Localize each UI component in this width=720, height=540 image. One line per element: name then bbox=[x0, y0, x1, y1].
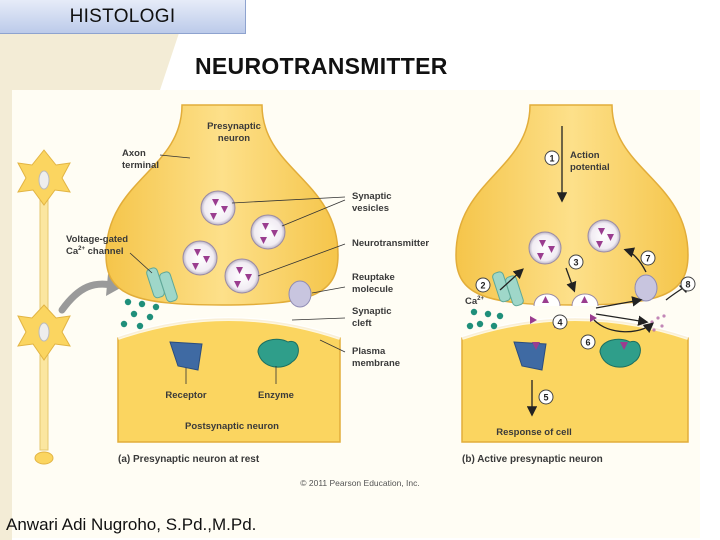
label-cleft-1: Synaptic bbox=[352, 306, 392, 317]
voltage-gated-channel-b bbox=[492, 271, 524, 307]
enzyme-b bbox=[599, 338, 641, 368]
label-action-1: Action bbox=[570, 150, 600, 161]
author-name: Anwari Adi Nugroho, S.Pd.,M.Pd. bbox=[6, 515, 257, 534]
label-presynaptic-2: neuron bbox=[218, 133, 250, 144]
label-presynaptic-1: Presynaptic bbox=[207, 121, 261, 132]
enzyme-a bbox=[257, 338, 299, 368]
step-5-marker: 5 bbox=[538, 389, 554, 405]
panel-a: Presynaptic neuron Axon terminal Voltage… bbox=[66, 104, 429, 465]
label-axon-1: Axon bbox=[122, 148, 146, 159]
label-axon-2: terminal bbox=[122, 160, 159, 171]
step-4-marker: 4 bbox=[552, 314, 568, 330]
svg-text:4: 4 bbox=[557, 318, 562, 328]
slide-title: NEUROTRANSMITTER bbox=[195, 53, 448, 79]
course-title: HISTOLOGI bbox=[69, 5, 176, 27]
label-action-2: potential bbox=[570, 162, 610, 173]
neuron-icon bbox=[17, 149, 124, 465]
label-reuptake-1: Reuptake bbox=[352, 272, 395, 283]
label-plasma-1: Plasma bbox=[352, 346, 386, 357]
label-calcium-b: Ca2+ bbox=[465, 296, 484, 307]
label-response: Response of cell bbox=[496, 427, 572, 438]
voltage-gated-channel-a bbox=[146, 267, 178, 303]
label-enzyme: Enzyme bbox=[258, 390, 294, 401]
vesicle bbox=[250, 214, 286, 250]
svg-text:6: 6 bbox=[585, 338, 590, 348]
step-3-marker: 3 bbox=[568, 254, 584, 270]
panel-b: 1 2 3 4 5 6 7 8 Action potential Ca2+ Re… bbox=[455, 104, 696, 465]
step-7-marker: 7 bbox=[640, 250, 656, 266]
svg-text:2: 2 bbox=[480, 281, 485, 291]
svg-text:7: 7 bbox=[645, 254, 650, 264]
caption-b: (b) Active presynaptic neuron bbox=[462, 454, 603, 465]
label-receptor: Receptor bbox=[165, 390, 206, 401]
step-2-marker: 2 bbox=[475, 277, 491, 293]
svg-text:3: 3 bbox=[573, 258, 578, 268]
step-1-marker: 1 bbox=[544, 150, 560, 166]
label-cleft-2: cleft bbox=[352, 318, 372, 329]
vesicle bbox=[587, 219, 621, 253]
course-title-tab: HISTOLOGI bbox=[0, 0, 246, 34]
vesicle bbox=[200, 190, 236, 226]
step-6-marker: 6 bbox=[580, 334, 596, 350]
postsynaptic-membrane-b bbox=[461, 318, 689, 443]
label-reuptake-2: molecule bbox=[352, 284, 393, 295]
reuptake-molecule-b bbox=[634, 274, 658, 302]
label-vgc-1: Voltage-gated bbox=[66, 234, 128, 245]
label-vgc-2: Ca2+ channel bbox=[66, 246, 124, 257]
vesicle bbox=[224, 258, 260, 294]
label-vesicles-1: Synaptic bbox=[352, 191, 392, 202]
calcium-ions-b bbox=[466, 308, 504, 330]
vesicle bbox=[182, 240, 218, 276]
reuptake-molecule-a bbox=[288, 280, 312, 308]
label-postsynaptic: Postsynaptic neuron bbox=[185, 421, 279, 432]
step-8-marker: 8 bbox=[680, 276, 696, 292]
svg-text:1: 1 bbox=[549, 154, 554, 164]
label-neurotransmitter: Neurotransmitter bbox=[352, 238, 429, 249]
calcium-ions-a bbox=[120, 298, 160, 330]
receptor-a bbox=[169, 341, 203, 371]
svg-text:5: 5 bbox=[543, 393, 548, 403]
presynaptic-terminal-b bbox=[455, 104, 689, 306]
svg-text:8: 8 bbox=[685, 280, 690, 290]
copyright-text: © 2011 Pearson Education, Inc. bbox=[300, 478, 420, 488]
vesicle bbox=[528, 231, 562, 265]
label-plasma-2: membrane bbox=[352, 358, 400, 369]
label-vesicles-2: vesicles bbox=[352, 203, 389, 214]
caption-a: (a) Presynaptic neuron at rest bbox=[118, 454, 260, 465]
